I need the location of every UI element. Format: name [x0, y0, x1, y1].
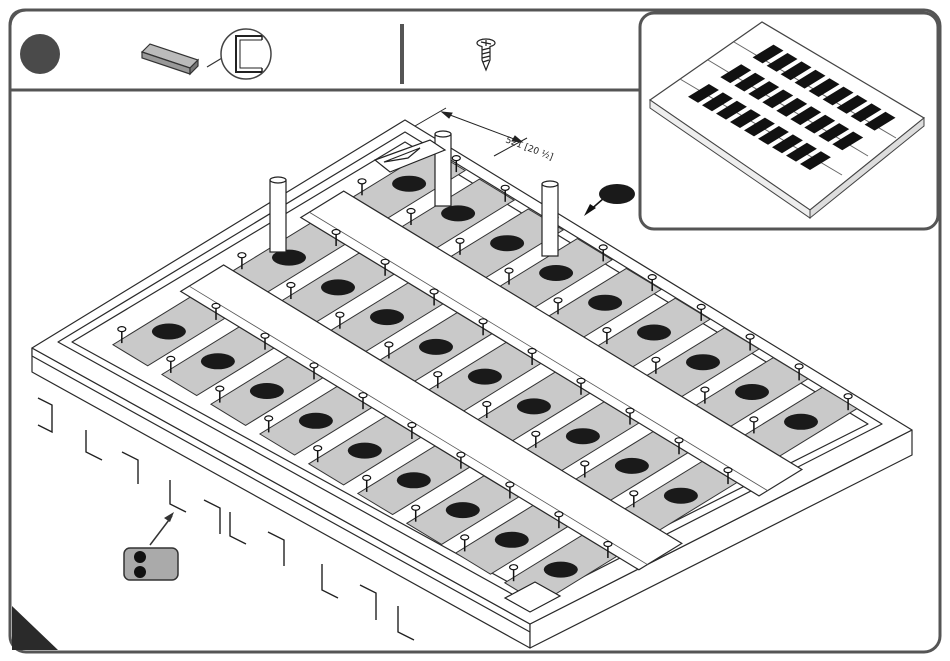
blank-callout-oval: [468, 369, 502, 385]
blank-callout-oval: [664, 488, 698, 504]
blank-callout-oval: [419, 339, 453, 355]
blank-callout-oval: [566, 428, 600, 444]
blank-callout-oval: [637, 325, 671, 341]
blank-callout-oval: [588, 295, 622, 311]
two-dot-badge-icon: [124, 548, 178, 580]
blank-callout-oval: [321, 279, 355, 295]
blank-callout-oval: [784, 414, 818, 430]
support-post: [542, 181, 558, 256]
blank-callout-oval: [735, 384, 769, 400]
blank-callout-oval: [152, 324, 186, 340]
blank-callout-oval: [250, 383, 284, 399]
blank-callout-oval: [490, 235, 524, 251]
blank-callout-oval: [539, 265, 573, 281]
blank-callout-oval: [495, 532, 529, 548]
blank-callout-oval: [370, 309, 404, 325]
blank-callout-oval: [201, 353, 235, 369]
blank-callout-oval: [392, 176, 426, 192]
blank-callout-oval: [348, 443, 382, 459]
blank-callout-oval: [615, 458, 649, 474]
support-post: [435, 131, 451, 206]
header-divider: [400, 24, 404, 84]
c-profile-detail-icon: [221, 29, 271, 79]
blank-callout-oval: [446, 502, 480, 518]
bed-frame-overview-icon: [640, 13, 938, 229]
blank-callout-oval: [686, 354, 720, 370]
blank-callout-oval: [441, 205, 475, 221]
step-circle-icon: [20, 34, 60, 74]
blank-callout-oval: [599, 184, 635, 204]
blank-callout-oval: [397, 472, 431, 488]
blank-callout-oval: [299, 413, 333, 429]
support-post: [270, 177, 286, 252]
blank-callout-oval: [517, 398, 551, 414]
blank-callout-oval: [544, 562, 578, 578]
